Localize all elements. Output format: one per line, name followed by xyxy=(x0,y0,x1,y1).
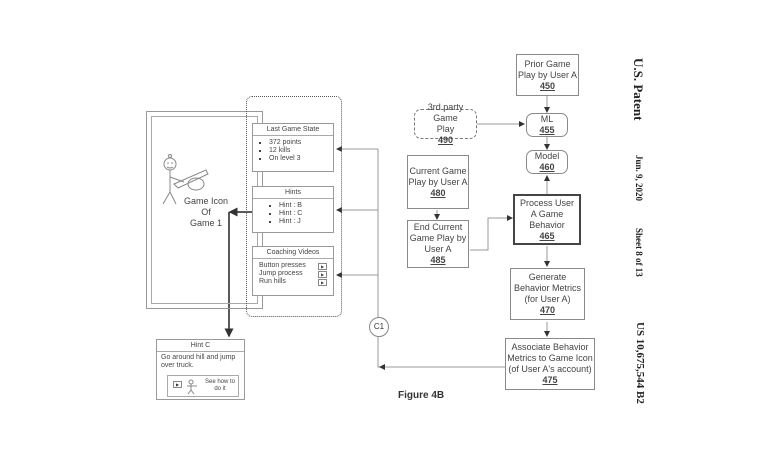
play-icon[interactable]: ▶ xyxy=(173,381,182,388)
video-row[interactable]: Jump process ▶ xyxy=(259,270,327,278)
mini-stick-figure-icon xyxy=(187,379,197,395)
hints-list: Hint : B Hint : C Hint : J xyxy=(269,202,327,226)
patent-publisher: U.S. Patent xyxy=(631,58,646,121)
game-icon-label-line3: Game 1 xyxy=(189,218,222,228)
game-icon-label: Game Icon Of Game 1 xyxy=(170,196,242,229)
play-icon[interactable]: ▶ xyxy=(318,270,327,278)
video-row[interactable]: Run hills ▶ xyxy=(259,278,327,286)
stick-figure-icon xyxy=(162,154,209,205)
last-game-state-title: Last Game State xyxy=(253,124,333,136)
arrow-485-to-process xyxy=(470,215,513,251)
hint-video-caption: See how to do it xyxy=(204,379,236,392)
list-item: 372 points xyxy=(269,139,327,147)
hint-popup-title: Hint C xyxy=(157,340,244,352)
hint-item-selected[interactable]: Hint : C xyxy=(279,210,327,218)
list-item: On level 3 xyxy=(269,155,327,163)
video-row[interactable]: Button presses ▶ xyxy=(259,262,327,270)
coaching-videos-title: Coaching Videos xyxy=(253,247,333,259)
game-icon-label-line2: Of xyxy=(201,207,211,217)
video-label: Jump process xyxy=(259,270,303,277)
hint-popup-text: Go around hill and jump over truck. xyxy=(161,354,236,369)
figure-caption: Figure 4B xyxy=(398,390,445,401)
last-game-state-panel[interactable]: Last Game State 372 points 12 kills On l… xyxy=(252,123,334,172)
video-label: Button presses xyxy=(259,262,306,269)
coaching-videos-panel[interactable]: Coaching Videos Button presses ▶ Jump pr… xyxy=(252,246,334,296)
arrow-associate-to-c1 xyxy=(377,337,505,368)
hint-item[interactable]: Hint : B xyxy=(279,202,327,210)
hint-video-box[interactable]: ▶ See how to do it xyxy=(167,375,239,397)
hint-item[interactable]: Hint : J xyxy=(279,218,327,226)
hints-panel[interactable]: Hints Hint : B Hint : C Hint : J xyxy=(252,186,334,233)
patent-number: US 10,675,544 B2 xyxy=(634,322,646,404)
play-icon[interactable]: ▶ xyxy=(318,278,327,286)
play-icon[interactable]: ▶ xyxy=(318,262,327,270)
patent-sheet: Sheet 8 of 13 xyxy=(634,228,644,277)
hint-popup[interactable]: Hint C Go around hill and jump over truc… xyxy=(156,339,245,400)
game-icon-label-line1: Game Icon xyxy=(183,196,229,206)
last-game-state-list: 372 points 12 kills On level 3 xyxy=(259,139,327,163)
video-label: Run hills xyxy=(259,278,286,285)
list-item: 12 kills xyxy=(269,147,327,155)
patent-date: Jun. 9, 2020 xyxy=(634,155,644,202)
connector-c1: C1 xyxy=(369,317,389,337)
overlay-container xyxy=(246,96,342,317)
hints-title: Hints xyxy=(253,187,333,199)
